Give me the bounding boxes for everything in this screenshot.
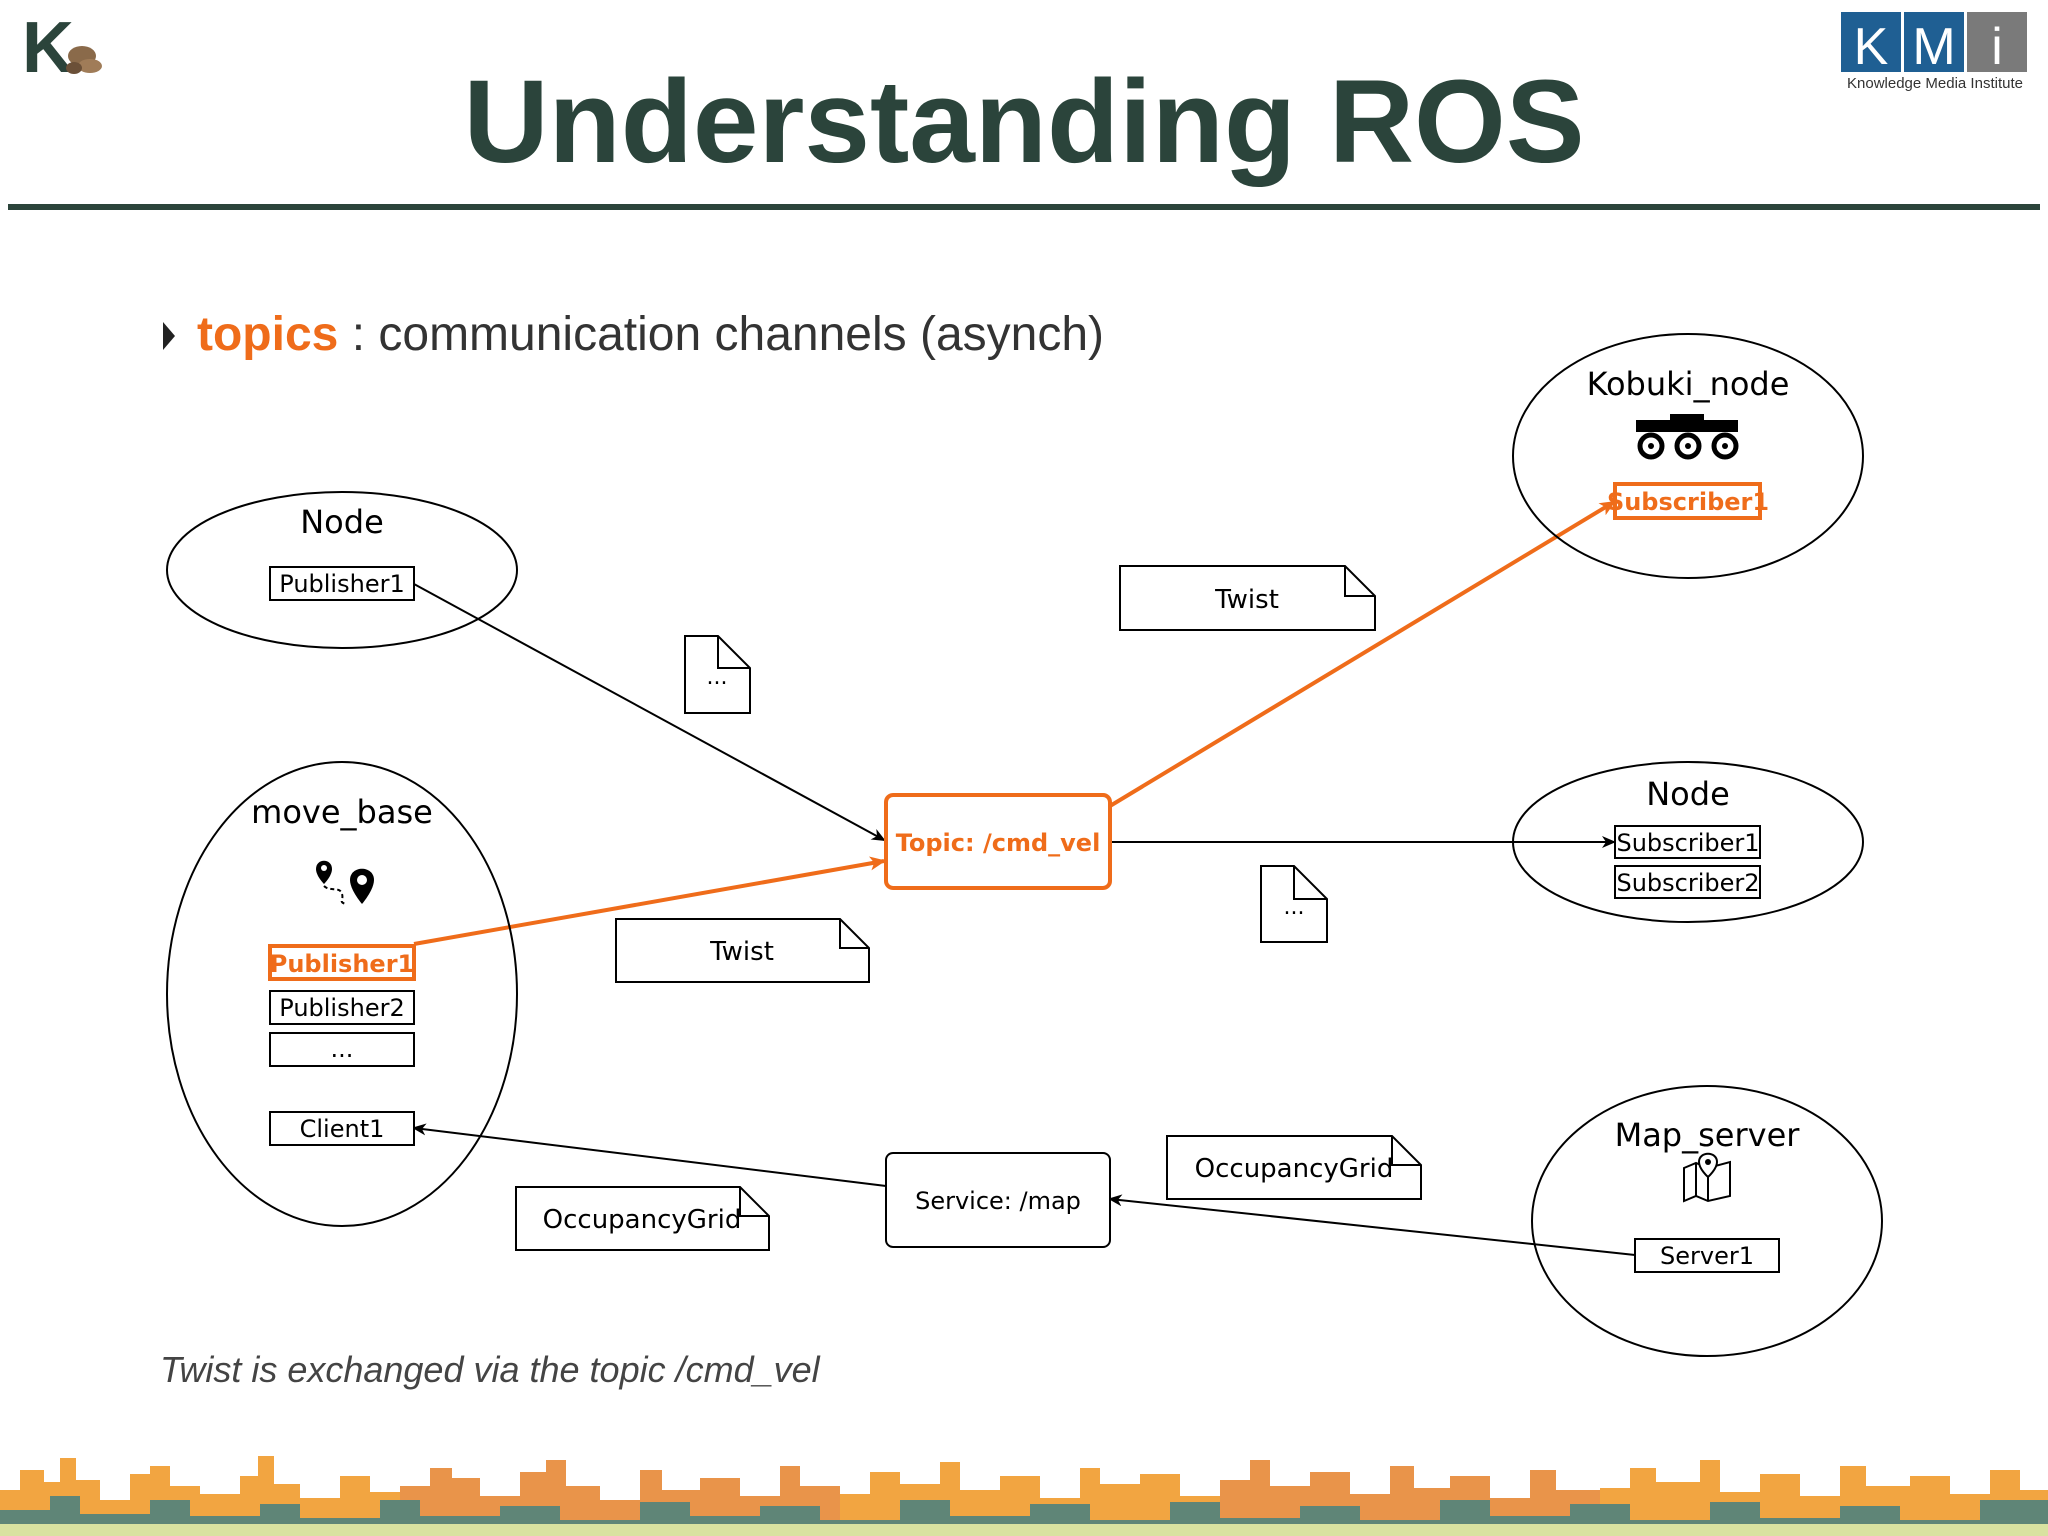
left-logo-letter: K (22, 8, 74, 88)
bullet-keyword: topics (197, 308, 338, 361)
node-top-left-title: Node (300, 503, 384, 541)
kobuki-title: Kobuki_node (1587, 365, 1790, 403)
kmi-k-tile (1841, 12, 1901, 72)
node-right-subscriber1-label: Subscriber1 (1616, 829, 1759, 857)
topic-label: Topic: /cmd_vel (896, 829, 1101, 857)
arrow-server1-to-service (1108, 1194, 1636, 1256)
kobuki-ellipse (1512, 333, 1864, 579)
service-label: Service: /map (915, 1187, 1081, 1215)
message-twist-lower-label: Twist (709, 937, 774, 967)
connections (412, 500, 1636, 1256)
arrow-topic-to-kobuki-subscriber1 (1108, 500, 1616, 808)
move-base-publisher2-label: Publisher2 (279, 994, 404, 1022)
route-pins-icon (316, 860, 374, 905)
service-map: Service: /map (885, 1152, 1111, 1248)
topic-box (884, 793, 1112, 890)
move-base-client1-box (269, 1111, 415, 1146)
message-occupancy-grid-right-label: OccupancyGrid (1195, 1154, 1394, 1184)
map-server-node: Map_server Server1 (1531, 1085, 1883, 1357)
node-right-subscriber2-label: Subscriber2 (1616, 869, 1759, 897)
message-occupancy-grid-left-label: OccupancyGrid (543, 1205, 742, 1235)
robot-base-icon (1636, 414, 1739, 460)
bullet-line: topics : communication channels (asynch) (197, 308, 1104, 361)
service-box (885, 1152, 1111, 1248)
kmi-caption: Knowledge Media Institute (1847, 75, 2023, 92)
kobuki-subscriber1-label: Subscriber1 (1607, 488, 1769, 516)
node-right: Node Subscriber1 Subscriber2 (1512, 761, 1864, 923)
seed-icon (66, 46, 102, 74)
kmi-logo: K M i Knowledge Media Institute (1841, 12, 2027, 92)
message-dots-upper-label: ... (707, 665, 728, 690)
node-right-subscriber1-box (1614, 825, 1761, 859)
kmi-m-tile (1904, 12, 1964, 72)
map-pin-icon (1683, 1152, 1731, 1203)
node-top-left-publisher1-label: Publisher1 (279, 570, 404, 598)
map-server-server1-box (1634, 1238, 1780, 1273)
topic-cmd-vel: Topic: /cmd_vel (884, 793, 1112, 890)
caption: Twist is exchanged via the topic /cmd_ve… (160, 1349, 821, 1390)
message-dots-right-label: ... (1284, 895, 1305, 920)
move-base-client1-label: Client1 (300, 1115, 385, 1143)
node-right-subscriber2-box (1614, 865, 1761, 899)
arrow-publisher1-to-topic (413, 583, 886, 841)
node-top-left: Node Publisher1 (166, 491, 518, 649)
move-base-ellipsis-label: ... (331, 1035, 354, 1063)
move-base-ellipsis-box (269, 1032, 415, 1067)
bullet-text: : communication channels (asynch) (338, 308, 1104, 361)
skyline-decoration (0, 1456, 2048, 1536)
left-logo: K (22, 8, 102, 88)
kmi-letter-i: i (1991, 18, 2003, 76)
kobuki-subscriber1-box (1613, 482, 1762, 520)
message-occupancy-grid-left: OccupancyGrid (515, 1186, 770, 1251)
move-base-node: move_base Publisher1 Publisher2 ... Clie… (166, 761, 518, 1227)
bullet-triangle-icon (163, 322, 175, 350)
kmi-letter-m: M (1912, 18, 1955, 76)
message-dots-upper: ... (684, 635, 751, 714)
node-right-title: Node (1646, 775, 1730, 813)
node-top-left-ellipse (166, 491, 518, 649)
message-twist-upper: Twist (1119, 565, 1376, 631)
move-base-publisher1-label: Publisher1 (270, 950, 415, 978)
kmi-i-tile (1967, 12, 2027, 72)
message-twist-upper-label: Twist (1214, 585, 1279, 615)
message-occupancy-grid-right: OccupancyGrid (1166, 1135, 1422, 1200)
map-server-title: Map_server (1615, 1116, 1801, 1154)
node-top-left-publisher1-box (269, 566, 415, 601)
move-base-title: move_base (251, 793, 433, 831)
arrow-service-to-client1 (412, 1123, 887, 1187)
title-divider (8, 204, 2040, 210)
kobuki-node: Kobuki_node Subscriber1 (1512, 333, 1864, 579)
map-server-server1-label: Server1 (1660, 1242, 1754, 1270)
message-dots-right: ... (1260, 865, 1328, 943)
page-title: Understanding ROS (463, 56, 1584, 188)
kmi-letter-k: K (1854, 18, 1889, 76)
move-base-publisher2-box (269, 990, 415, 1025)
node-right-ellipse (1512, 761, 1864, 923)
map-server-ellipse (1531, 1085, 1883, 1357)
move-base-ellipse (166, 761, 518, 1227)
arrow-movebase-publisher1-to-topic (413, 856, 886, 946)
message-twist-lower: Twist (615, 918, 870, 983)
move-base-publisher1-box (268, 944, 416, 981)
